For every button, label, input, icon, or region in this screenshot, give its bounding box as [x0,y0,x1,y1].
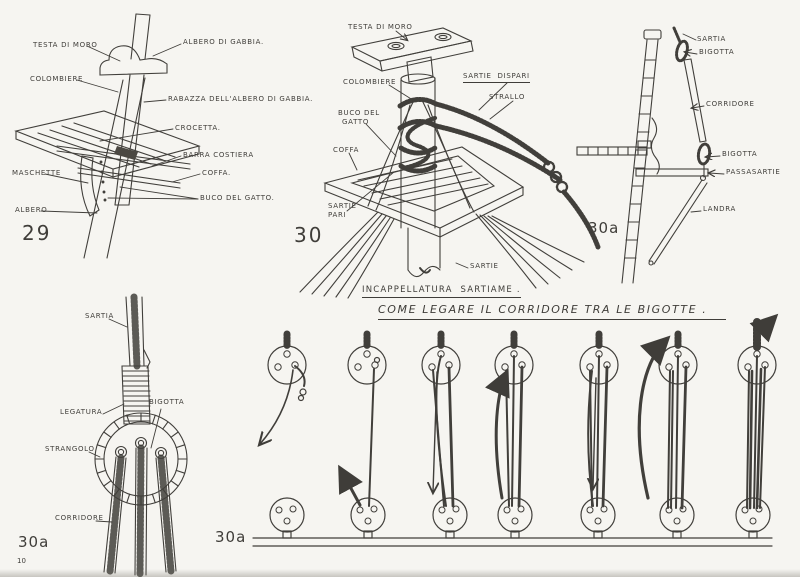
label-albero: ALBERO [15,206,48,214]
label-crocetta: CROCETTA. [175,124,221,132]
caption-incappellatura: INCAPPELLATURA SARTIAME . [362,285,521,299]
label-colombiere-29: COLOMBIERE [30,75,84,83]
page-number: 10 [17,557,26,565]
label-sartia-30a: SARTIA [697,35,727,43]
label-strallo: STRALLO [489,93,526,101]
fig30a-bl-art [88,293,188,577]
fig30a-sequence-art [252,313,779,547]
sequence-title: COME LEGARE IL CORRIDORE TRA LE BIGOTTE … [378,303,726,321]
label-coffa-29: COFFA. [202,169,231,177]
label-testa-di-moro-30: TESTA DI MORO [348,23,413,31]
label-buco-del-gatto-29: BUCO DEL GATTO. [200,194,275,202]
label-testa-di-moro-29: TESTA DI MORO [33,41,98,49]
label-bigotta-bl: BIGOTTA [149,398,185,406]
label-sartie-pari-a: SARTIE [328,202,357,210]
fig30-number: 30 [294,223,324,247]
scan-edge-shadow [0,569,800,577]
label-maschette: MASCHETTE [12,169,61,177]
fig30a-right-number: 30a [588,219,620,237]
label-rabazza: RABAZZA DELL'ALBERO DI GABBIA. [168,95,314,103]
label-sartia-bl: SARTIA [85,312,115,320]
fig30-art [299,27,601,299]
label-bigotta-upper: BIGOTTA [699,48,735,56]
fig29-number: 29 [22,221,52,245]
label-legatura: LEGATURA [60,408,103,416]
label-corridore-bl: CORRIDORE [55,514,104,522]
label-corridore-30a: CORRIDORE [706,100,755,108]
label-landra: LANDRA [703,205,737,213]
label-sartie-30: SARTIE [470,262,499,270]
label-strangolo: STRANGOLO [45,445,95,453]
fig30a-right-art [576,26,725,284]
label-colombiere-30: COLOMBIERE [343,78,397,86]
fig30a-bl-number: 30a [18,533,50,551]
label-coffa-30: COFFA [333,146,360,154]
label-albero-di-gabbia: ALBERO DI GABBIA. [183,38,264,46]
label-bigotta-lower: BIGOTTA [722,150,758,158]
label-sartie-pari-b: PARI [328,211,347,219]
fig30a-seq-number: 30a [215,528,247,546]
label-buco-del-gatto-30a: BUCO DEL [338,109,380,117]
label-passasartie: PASSASARTIE [726,168,781,176]
label-barra-costiera: BARRA COSTIERA [183,151,254,159]
label-sartie-dispari: SARTIE DISPARI [463,72,530,83]
label-buco-del-gatto-30b: GATTO [342,118,370,126]
fig29-art [14,13,201,259]
